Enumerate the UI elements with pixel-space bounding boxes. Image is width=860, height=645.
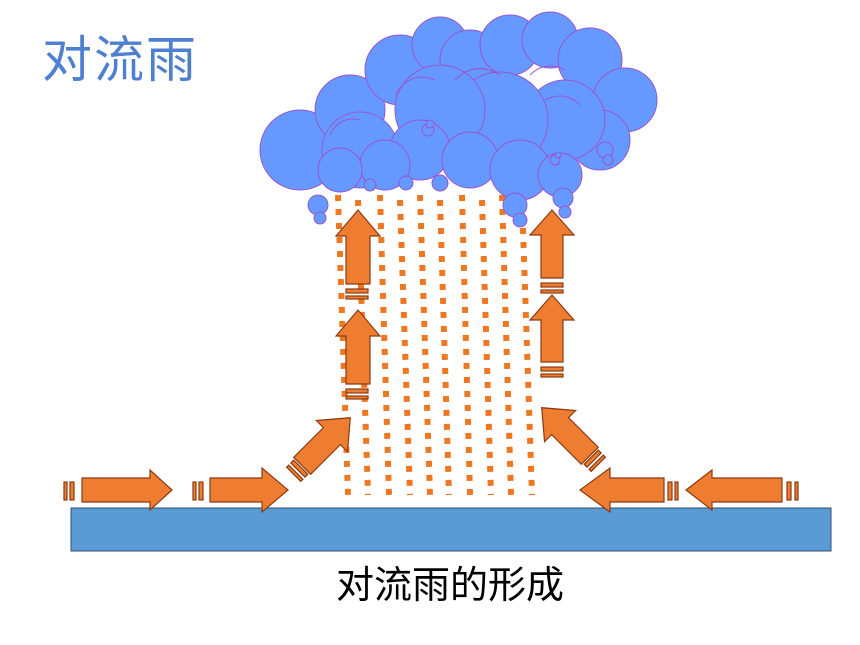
cloud-outline-details [329, 65, 581, 136]
ground-surface [70, 507, 832, 552]
cloud-icon [259, 11, 658, 228]
airflow-arrow-icon [528, 209, 576, 378]
airflow-arrow-icon [334, 209, 382, 400]
airflow-arrow-icon [578, 466, 799, 514]
airflow-arrow-icon [285, 417, 351, 483]
page-title: 对流雨 [42, 31, 198, 89]
airflow-arrow-icon [541, 407, 607, 473]
airflow-arrow-icon [63, 466, 289, 514]
diagram-caption: 对流雨的形成 [335, 563, 564, 607]
